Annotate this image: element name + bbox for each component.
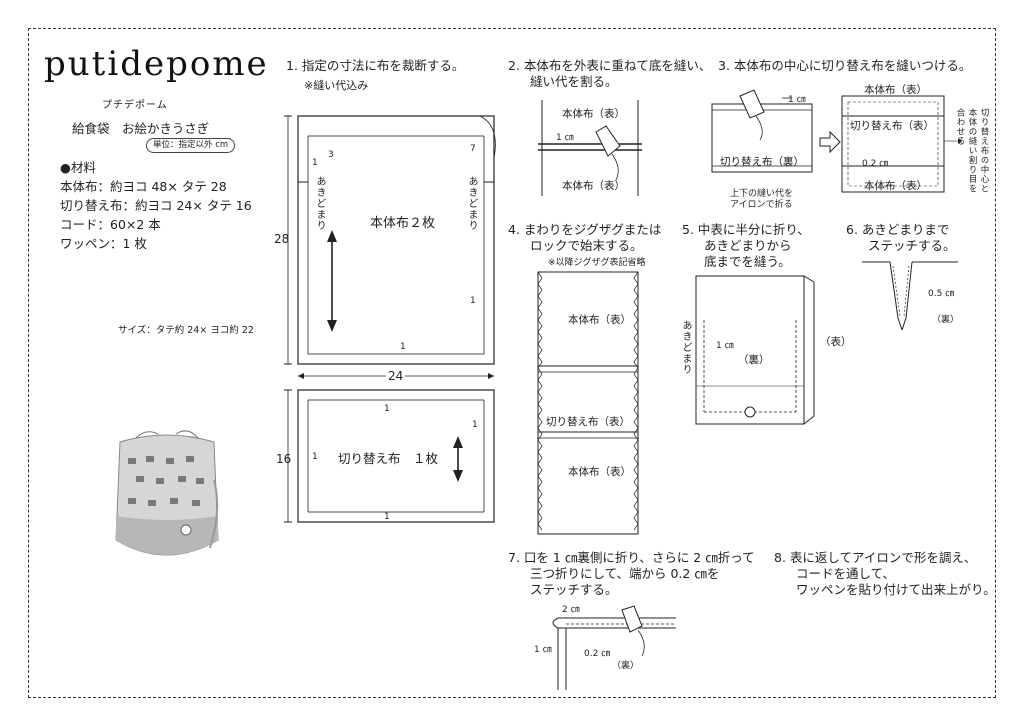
step-text: 口を 1 ㎝裏側に折り、さらに 2 ㎝折って	[523, 550, 755, 565]
switch-back-label: 切り替え布（裏）	[720, 156, 804, 168]
step-1-note: ※縫い代込み	[304, 79, 369, 92]
seam-label: 1 ㎝	[788, 95, 806, 105]
diagram-step-5	[695, 275, 815, 425]
seam-label: 0.5 ㎝	[928, 289, 955, 299]
front-label: （表）	[820, 336, 852, 348]
fold-2cm-label: 2 ㎝	[562, 605, 580, 615]
back-label: （裏）	[738, 354, 770, 366]
seam-label: 1	[384, 512, 390, 522]
back-label: （裏）	[932, 315, 960, 325]
diagram-step-4	[537, 271, 639, 535]
stitch-label: 0.2 ㎝	[584, 649, 611, 659]
seam-label: 1	[400, 342, 406, 352]
front-label: 本体布（表）	[864, 84, 927, 96]
step-8: 8. 表に返してアイロンで形を調え、	[774, 550, 976, 566]
dashed-frame	[28, 28, 996, 698]
step-4: 4. まわりをジグザグまたは	[508, 222, 661, 238]
step-5-line2: あきどまりから	[704, 238, 792, 253]
size-note: サイズ：タテ約 24× ヨコ約 22	[118, 325, 254, 336]
unit-badge: 単位：指定以外 cm	[146, 138, 236, 153]
step-7-line2: 三つ折りにして、端から 0.2 ㎝を	[530, 566, 720, 581]
align-note: 切り替え布の中心と	[979, 108, 989, 194]
product-title: 給食袋 お絵かきうさぎ	[72, 121, 210, 136]
step-3: 3. 本体布の中心に切り替え布を縫いつける。	[718, 58, 971, 74]
materials-heading: ●材料	[60, 160, 96, 175]
step-5-line3: 底までを縫う。	[704, 254, 791, 269]
step-2: 2. 本体布を外表に重ねて底を縫い、	[508, 58, 711, 74]
step-5: 5. 中表に半分に折り、	[682, 222, 810, 238]
open-stop-label: あきどまり	[314, 176, 325, 231]
step-6: 6. あきどまりまで	[846, 222, 949, 238]
front-label: 本体布（表）	[562, 108, 625, 120]
step-7-line3: ステッチする。	[530, 582, 618, 597]
front-label: 本体布（表）	[562, 180, 625, 192]
seam-label: 1	[312, 158, 318, 168]
step-text: まわりをジグザグまたは	[523, 222, 662, 237]
front-label: 本体布（表）	[568, 466, 631, 478]
step-number: 2.	[508, 58, 520, 73]
step-7: 7. 口を 1 ㎝裏側に折り、さらに 2 ㎝折って	[508, 550, 755, 566]
seam-label: 3	[328, 150, 334, 160]
seam-label: 1	[384, 404, 390, 414]
switch-front-label: 切り替え布（表）	[850, 120, 934, 132]
step-text: 本体布を外表に重ねて底を縫い、	[523, 58, 712, 73]
material-item: コード：60×2 本	[60, 217, 161, 232]
step-1: 1. 指定の寸法に布を裁断する。	[286, 58, 464, 74]
switch-front-label: 切り替え布（表）	[546, 416, 630, 428]
iron-note: 上下の縫い代を	[730, 189, 794, 199]
step-8-line3: ワッペンを貼り付けて出来上がり。	[796, 582, 996, 597]
seam-label: 1	[472, 420, 478, 430]
step-text: 本体布の中心に切り替え布を縫いつける。	[733, 58, 972, 73]
align-note: 本体の縫い割り目を	[967, 108, 977, 194]
fold-1cm-label: 1 ㎝	[534, 645, 552, 655]
diagram-step-7	[552, 605, 676, 690]
step-text: 中表に半分に折り、	[697, 222, 810, 237]
back-label: （裏）	[612, 661, 640, 671]
step-number: 6.	[846, 222, 858, 237]
diagram-cut-pieces	[284, 115, 496, 523]
iron-note: アイロンで折る	[730, 200, 793, 210]
material-item: ワッペン：1 枚	[60, 236, 147, 251]
dim-width-24: 24	[386, 369, 406, 383]
bag-illustration	[115, 430, 219, 556]
seam-label: 1 ㎝	[556, 133, 574, 143]
body-piece-label: 本体布２枚	[370, 216, 436, 231]
step-8-line2: コードを通して、	[796, 566, 896, 581]
open-stop-label: あきどまり	[680, 320, 691, 375]
step-number: 5.	[682, 222, 694, 237]
dim-height-16: 16	[276, 452, 292, 466]
step-text: 表に返してアイロンで形を調え、	[789, 550, 977, 565]
diagram-step-6	[862, 261, 958, 331]
seam-label: 1 ㎝	[716, 341, 734, 351]
seam-label: 1	[470, 296, 476, 306]
step-2-line2: 縫い代を割る。	[530, 74, 618, 89]
diagram-step-3	[711, 89, 962, 193]
step-number: 1.	[286, 58, 298, 73]
open-stop-label: あきどまり	[466, 176, 477, 231]
stitch-label: 0.2 ㎝	[862, 159, 889, 169]
step-4-note: ※以降ジグザグ表記省略	[548, 258, 646, 268]
diagram-step-2	[538, 100, 642, 196]
step-6-line2: ステッチする。	[868, 238, 956, 253]
front-label: 本体布（表）	[568, 314, 631, 326]
step-number: 7.	[508, 550, 520, 565]
step-number: 8.	[774, 550, 786, 565]
step-text: 指定の寸法に布を裁断する。	[301, 58, 465, 73]
materials-list: ●材料 本体布：約ヨコ 48× タテ 28 切り替え布：約ヨコ 24× タテ 1…	[60, 158, 252, 253]
switch-piece-label: 切り替え布 １枚	[338, 451, 439, 466]
step-text: あきどまりまで	[861, 222, 950, 237]
seam-label: 1	[312, 452, 318, 462]
brand-kana: プチデポーム	[102, 100, 168, 111]
seam-label: 7	[470, 144, 476, 154]
step-4-line2: ロックで始末する。	[530, 238, 643, 253]
align-note: 合わせる	[955, 108, 965, 146]
front-label: 本体布（表）	[864, 180, 927, 192]
brand-logo: putidepome	[44, 44, 269, 84]
material-item: 本体布：約ヨコ 48× タテ 28	[60, 179, 227, 194]
material-item: 切り替え布：約ヨコ 24× タテ 16	[60, 198, 252, 213]
dim-height-28: 28	[274, 232, 290, 246]
step-number: 4.	[508, 222, 520, 237]
step-number: 3.	[718, 58, 730, 73]
